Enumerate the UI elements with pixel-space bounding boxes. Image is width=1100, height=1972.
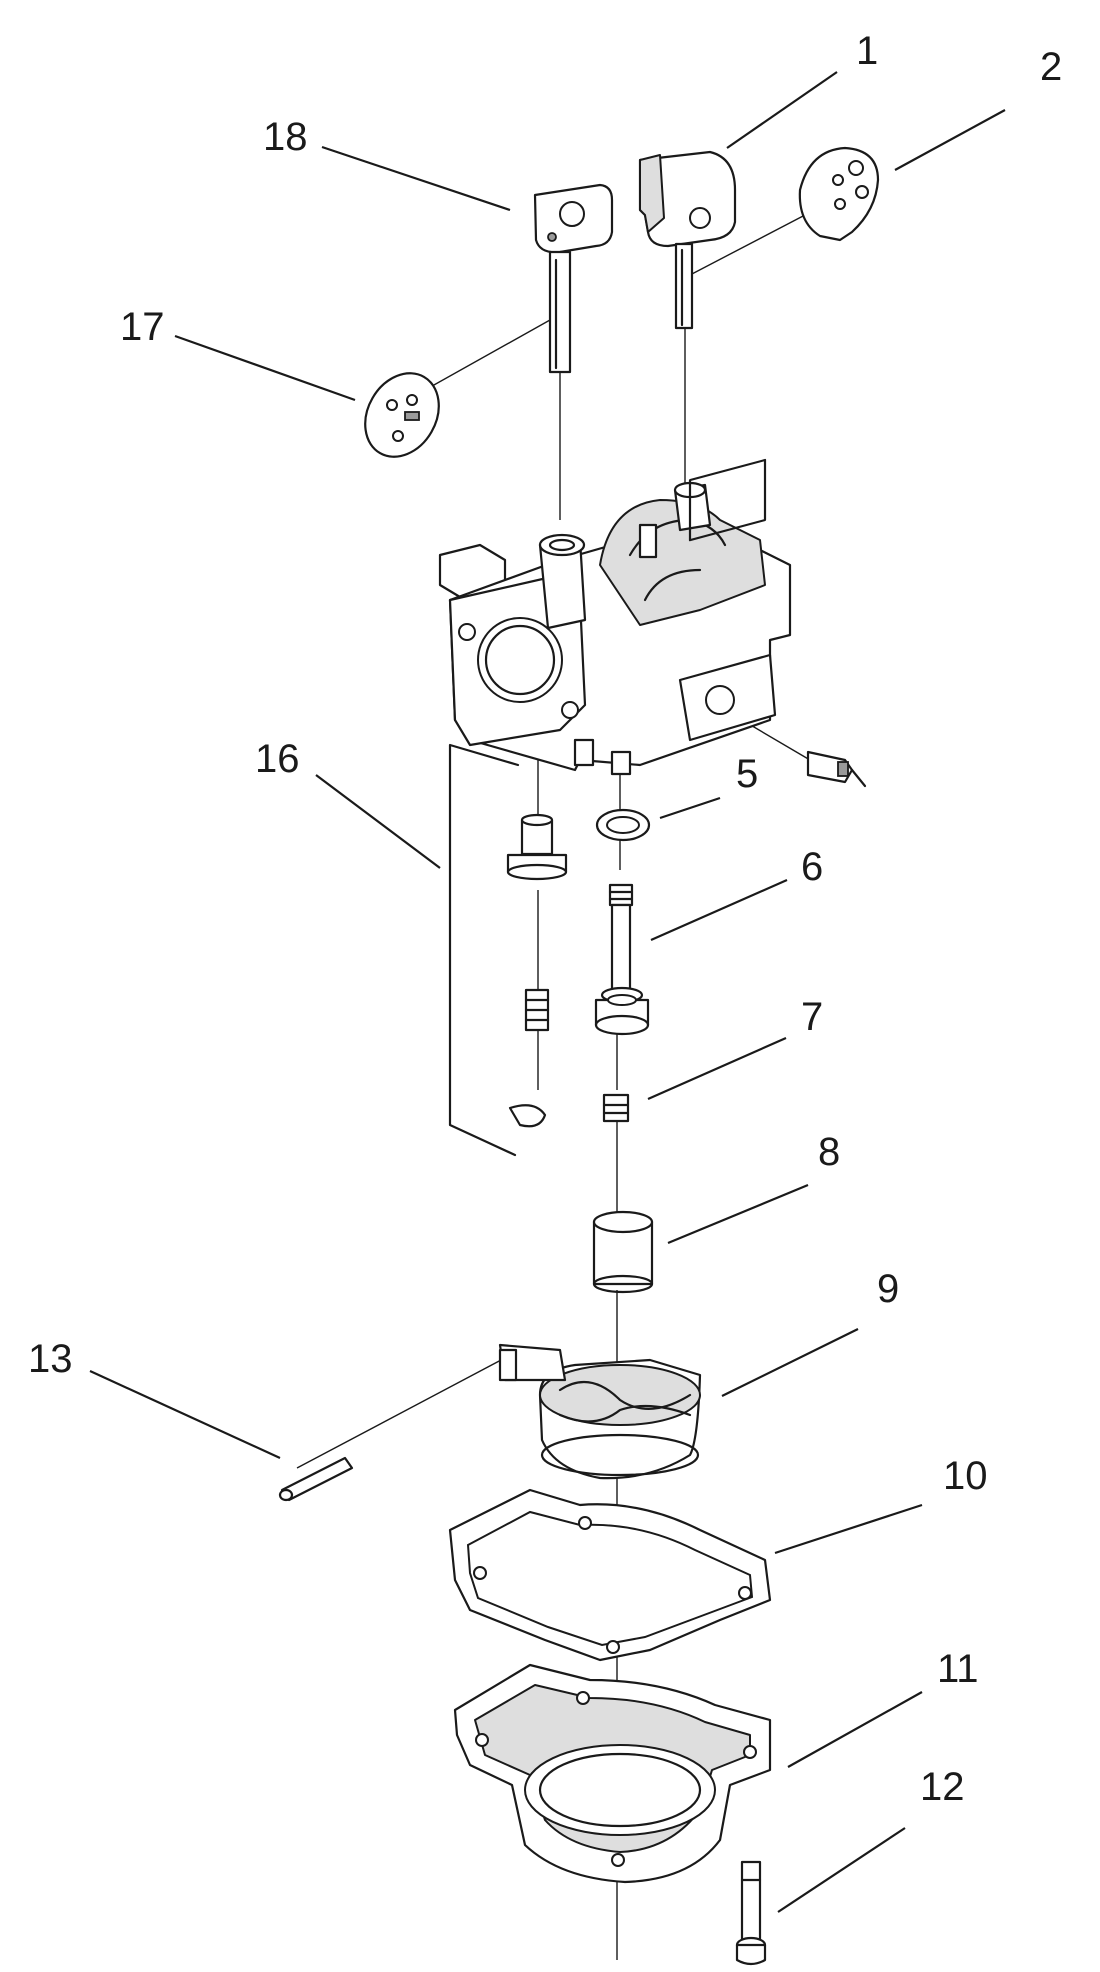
throttle-shaft-part-18 xyxy=(533,183,614,374)
main-jet-part-6 xyxy=(594,883,650,1036)
part-label-5: 5 xyxy=(736,752,758,796)
gasket-ring-part-5 xyxy=(595,808,651,842)
part-label-12: 12 xyxy=(920,1765,965,1809)
hinge-pin-part-13 xyxy=(278,1456,354,1502)
part-label-1: 1 xyxy=(856,29,878,73)
bowl-gasket-part-10 xyxy=(448,1488,772,1662)
leader-lines xyxy=(89,71,1006,1913)
part-number-labels: 1 2 5 6 7 8 9 10 11 12 13 16 17 18 xyxy=(28,29,1062,1809)
part-label-7: 7 xyxy=(801,995,823,1039)
part-label-2: 2 xyxy=(1040,45,1062,89)
part-label-13: 13 xyxy=(28,1337,73,1381)
choke-shaft-part-1 xyxy=(638,150,737,330)
part-label-16: 16 xyxy=(255,737,300,781)
inlet-needle-kit-part-16 xyxy=(448,743,568,1157)
part-label-9: 9 xyxy=(877,1267,899,1311)
bowl-screw-part-12 xyxy=(735,1860,767,1966)
part-label-10: 10 xyxy=(943,1454,988,1498)
part-label-18: 18 xyxy=(263,115,308,159)
float-bowl-part-11 xyxy=(453,1663,772,1884)
part-label-8: 8 xyxy=(818,1130,840,1174)
float-part-9 xyxy=(498,1343,702,1480)
idle-screw xyxy=(806,750,867,788)
small-jet-part-7 xyxy=(602,1093,630,1123)
part-label-17: 17 xyxy=(120,305,165,349)
choke-plate-part-2 xyxy=(798,146,880,242)
part-label-11: 11 xyxy=(937,1647,979,1691)
throttle-plate-part-17 xyxy=(364,372,440,458)
float-cylinder-part-8 xyxy=(592,1210,654,1294)
carburetor-body xyxy=(438,458,792,776)
part-label-6: 6 xyxy=(801,845,823,889)
